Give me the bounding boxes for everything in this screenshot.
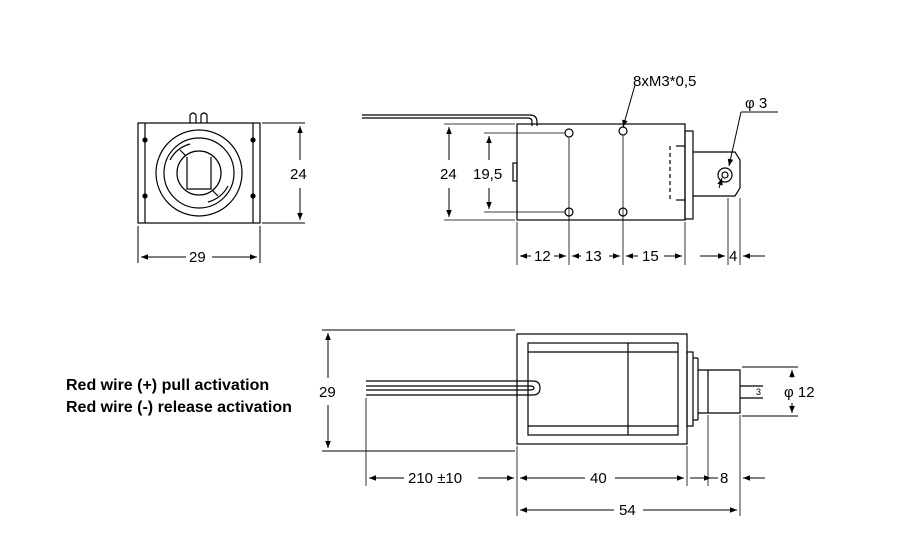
front-height-label: 24 (290, 166, 307, 183)
total-length-label: 54 (619, 502, 636, 519)
front-view (137, 112, 261, 224)
segment-c-label: 15 (642, 248, 659, 265)
pin-diameter-leader (717, 111, 778, 189)
hole-spacing-label: 19,5 (473, 166, 502, 183)
top-view-extension-lines (365, 398, 741, 516)
top-height-label: 29 (319, 384, 336, 401)
body-length-label: 40 (590, 470, 607, 487)
thread-spec-label: 8xM3*0,5 (633, 73, 696, 90)
side-view (362, 114, 741, 221)
side-height-label: 24 (440, 166, 457, 183)
segment-d-label: 4 (729, 248, 737, 265)
plunger-length-label: 8 (720, 470, 728, 487)
front-height-dimension (262, 122, 305, 224)
segment-a-label: 12 (534, 248, 551, 265)
front-width-label: 29 (189, 249, 206, 266)
segment-b-label: 13 (585, 248, 602, 265)
wire-length-label: 210 ±10 (408, 470, 462, 487)
pin-diameter-label: φ 3 (745, 95, 767, 112)
hole-small-label: 3 (756, 387, 761, 397)
top-view (366, 333, 763, 445)
plunger-diameter-dimension (742, 366, 798, 417)
plunger-diameter-label: φ 12 (784, 384, 815, 401)
front-width-dimension (137, 226, 261, 263)
note-line-1: Red wire (+) pull activation (66, 377, 269, 394)
note-line-2: Red wire (-) release activation (66, 399, 292, 416)
thread-leader (622, 84, 636, 128)
side-hidden-lines (444, 123, 741, 265)
top-height-dimension (322, 329, 515, 452)
